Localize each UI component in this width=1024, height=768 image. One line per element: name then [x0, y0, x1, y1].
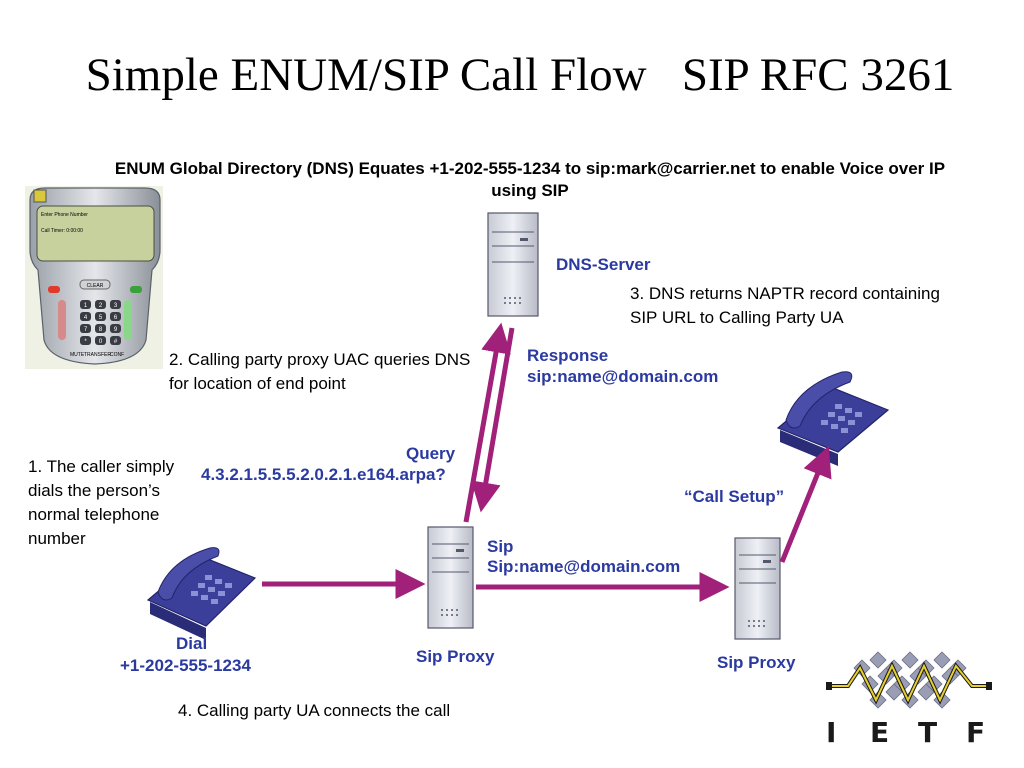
ietf-logo-diamond	[869, 651, 887, 669]
dns-server-icon	[487, 212, 539, 317]
ietf-letter-t: T	[918, 716, 938, 749]
softphone-transfer-label: TRANSFER	[84, 352, 111, 358]
softphone-key-label: 3	[114, 303, 118, 309]
softphone-conf-label: CONF	[110, 352, 124, 358]
ietf-letter-f: F	[966, 716, 986, 749]
ietf-logo-diamond	[933, 651, 951, 669]
dial-title: Dial	[176, 634, 208, 653]
softphone-key	[80, 300, 91, 309]
softphone-key-label: #	[114, 339, 118, 345]
sip-proxy-left-label: Sip Proxy	[416, 647, 495, 666]
response-value: sip:name@domain.com	[527, 367, 719, 386]
ietf-letter-i: I	[826, 716, 837, 749]
ietf-logo-diamond	[885, 683, 903, 701]
ietf-letter-e: E	[870, 716, 890, 749]
softphone-key-label: 5	[99, 315, 103, 321]
response-arrow	[470, 327, 515, 513]
softphone-key	[80, 324, 91, 333]
softphone-key-label: 6	[114, 315, 118, 321]
softphone-keypad: 1 2 3 4 5 6 7 8 9 * 0 #	[80, 300, 121, 345]
page-title: Simple ENUM/SIP Call Flow SIP RFC 3261	[85, 49, 955, 101]
softphone-key-label: 0	[99, 339, 103, 345]
step1-note: 1. The caller simply dials the person’s …	[28, 457, 175, 548]
softphone-key-label: 9	[114, 327, 118, 333]
dial-value: +1-202-555-1234	[120, 656, 251, 675]
response-title: Response	[527, 346, 609, 365]
softphone-key-label: 8	[99, 327, 103, 333]
dns-server-label: DNS-Server	[556, 255, 651, 274]
softphone-clear-label: CLEAR	[87, 283, 104, 289]
softphone-key-label: 2	[99, 303, 103, 309]
softphone-key-label: *	[84, 339, 87, 345]
sip-proxy-right-icon	[734, 537, 781, 640]
softphone-key	[95, 336, 106, 345]
step4-note: 4. Calling party UA connects the call	[178, 701, 451, 720]
softphone-key	[110, 336, 121, 345]
ietf-logo	[826, 651, 992, 709]
softphone-key-label: 4	[84, 315, 88, 321]
softphone-key	[110, 324, 121, 333]
called-party-phone-icon	[776, 371, 890, 466]
softphone-key-label: 7	[84, 327, 88, 333]
call-setup-label: “Call Setup”	[684, 487, 785, 506]
softphone-key	[80, 312, 91, 321]
softphone-key	[80, 336, 91, 345]
query-title: Query	[406, 444, 456, 463]
softphone-screen-line1: Enter Phone Number	[41, 212, 88, 218]
sip-title: Sip	[487, 537, 514, 556]
ietf-logo-diamond	[901, 651, 919, 669]
caller-phone-icon	[146, 547, 257, 640]
ietf-logo-diamond	[917, 683, 935, 701]
softphone-key	[110, 300, 121, 309]
call-setup-arrow	[779, 446, 832, 563]
sip-proxy-left-icon	[427, 526, 474, 629]
softphone-key	[95, 324, 106, 333]
softphone-key	[110, 312, 121, 321]
softphone-key	[95, 312, 106, 321]
softphone-key	[95, 300, 106, 309]
subtitle: ENUM Global Directory (DNS) Equates +1-2…	[114, 159, 946, 200]
softphone-image: Enter Phone Number Call Timer: 0:00:00 C…	[25, 186, 163, 369]
sip-proxy-right-label: Sip Proxy	[717, 653, 796, 672]
step3-note: 3. DNS returns NAPTR record containing S…	[630, 284, 940, 327]
softphone-screen-line2: Call Timer: 0:00:00	[41, 228, 83, 234]
softphone-mute-label: MUTE	[70, 352, 85, 358]
softphone-key-label: 1	[84, 303, 88, 309]
sip-value: Sip:name@domain.com	[487, 557, 681, 576]
step2-note: 2. Calling party proxy UAC queries DNS f…	[169, 350, 471, 393]
query-value: 4.3.2.1.5.5.5.2.0.2.1.e164.arpa?	[201, 465, 446, 484]
